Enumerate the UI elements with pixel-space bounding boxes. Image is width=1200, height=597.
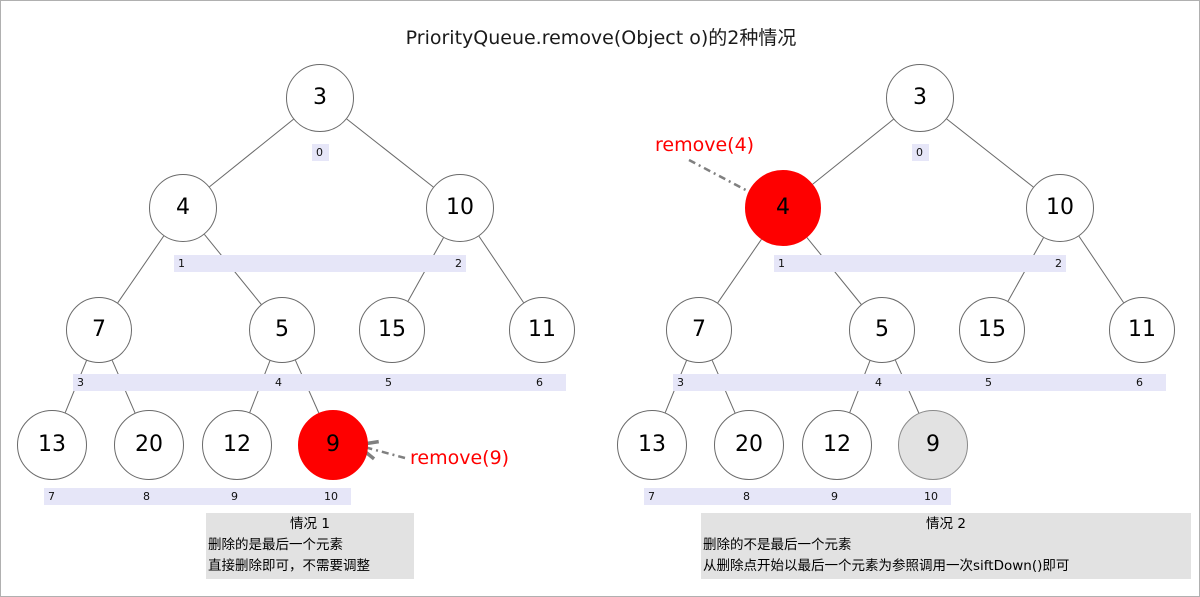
index-label: 0 xyxy=(916,146,923,159)
index-label: 1 xyxy=(778,257,785,270)
index-label: 7 xyxy=(48,490,55,503)
tree-edge xyxy=(478,235,525,303)
index-label: 9 xyxy=(831,490,838,503)
index-band xyxy=(673,374,1166,391)
index-label: 8 xyxy=(143,490,150,503)
case-caption-line: 删除的不是最后一个元素 xyxy=(703,537,852,553)
tree-edge xyxy=(946,118,1034,188)
case-caption: 情况 2 删除的不是最后一个元素从删除点开始以最后一个元素为参照调用一次siftD… xyxy=(701,513,1191,579)
heap-node[interactable]: 7 xyxy=(66,297,132,363)
heap-node[interactable]: 9 xyxy=(898,410,968,480)
heap-node[interactable]: 13 xyxy=(17,410,87,480)
index-band xyxy=(174,255,466,272)
index-label: 10 xyxy=(924,490,938,503)
case-caption-title: 情况 2 xyxy=(926,516,966,532)
index-label: 8 xyxy=(743,490,750,503)
tree-edge xyxy=(717,239,762,304)
index-label: 10 xyxy=(324,490,338,503)
heap-node[interactable]: 4 xyxy=(149,174,217,242)
index-label: 2 xyxy=(455,257,462,270)
remove-annotation-label: remove(9) xyxy=(410,447,510,469)
case-caption: 情况 1 删除的是最后一个元素直接删除即可，不需要调整 xyxy=(206,513,414,579)
heap-node[interactable]: 3 xyxy=(286,64,354,132)
heap-node[interactable]: 11 xyxy=(1109,297,1175,363)
heap-node[interactable]: 12 xyxy=(802,410,872,480)
tree-edge xyxy=(346,118,434,188)
index-label: 4 xyxy=(875,376,882,389)
tree-edge xyxy=(1078,235,1125,303)
index-band xyxy=(644,488,951,505)
heap-node[interactable]: 9 xyxy=(298,410,368,480)
heap-node[interactable]: 20 xyxy=(114,410,184,480)
index-band xyxy=(912,144,929,161)
index-band xyxy=(774,255,1066,272)
index-label: 4 xyxy=(275,376,282,389)
tree-edge xyxy=(812,118,894,185)
index-band xyxy=(44,488,351,505)
index-label: 9 xyxy=(231,490,238,503)
heap-node[interactable]: 10 xyxy=(426,174,494,242)
index-label: 6 xyxy=(536,376,543,389)
case-caption-line: 删除的是最后一个元素 xyxy=(208,537,343,553)
case-caption-line: 直接删除即可，不需要调整 xyxy=(208,558,370,574)
index-label: 5 xyxy=(985,376,992,389)
heap-node[interactable]: 13 xyxy=(617,410,687,480)
tree-edge xyxy=(209,118,294,188)
heap-node[interactable]: 7 xyxy=(666,297,732,363)
heap-node[interactable]: 5 xyxy=(249,297,315,363)
heap-node[interactable]: 12 xyxy=(202,410,272,480)
index-label: 7 xyxy=(648,490,655,503)
page-title: PriorityQueue.remove(Object o)的2种情况 xyxy=(405,27,797,49)
index-label: 3 xyxy=(677,376,684,389)
remove-annotation-label: remove(4) xyxy=(655,134,755,156)
index-band xyxy=(312,144,329,161)
tree-edge xyxy=(117,235,165,304)
heap-node[interactable]: 15 xyxy=(959,297,1025,363)
heap-node[interactable]: 11 xyxy=(509,297,575,363)
index-label: 2 xyxy=(1055,257,1062,270)
heap-node[interactable]: 10 xyxy=(1026,174,1094,242)
index-label: 6 xyxy=(1136,376,1143,389)
index-label: 0 xyxy=(316,146,323,159)
case-caption-line: 从删除点开始以最后一个元素为参照调用一次siftDown()即可 xyxy=(703,558,1070,574)
index-label: 5 xyxy=(385,376,392,389)
heap-node[interactable]: 3 xyxy=(886,64,954,132)
heap-node[interactable]: 5 xyxy=(849,297,915,363)
case-caption-title: 情况 1 xyxy=(290,516,330,532)
index-label: 1 xyxy=(178,257,185,270)
heap-node[interactable]: 4 xyxy=(745,170,821,246)
index-label: 3 xyxy=(77,376,84,389)
index-band xyxy=(73,374,566,391)
heap-node[interactable]: 20 xyxy=(714,410,784,480)
heap-node[interactable]: 15 xyxy=(359,297,425,363)
